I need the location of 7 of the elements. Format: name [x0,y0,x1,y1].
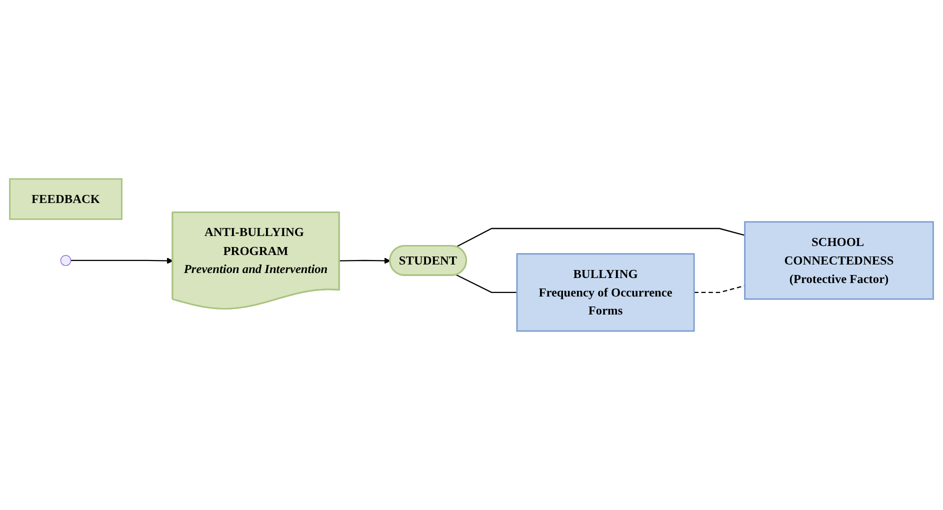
node-box: BULLYING Frequency of Occurrence Forms [516,253,695,332]
node-box: SCHOOL CONNECTEDNESS (Protective Factor) [744,221,934,300]
connector [456,274,517,294]
arrow [339,258,390,264]
node-box: FEEDBACK [9,178,122,220]
connector [456,228,745,248]
arrow [70,258,174,264]
